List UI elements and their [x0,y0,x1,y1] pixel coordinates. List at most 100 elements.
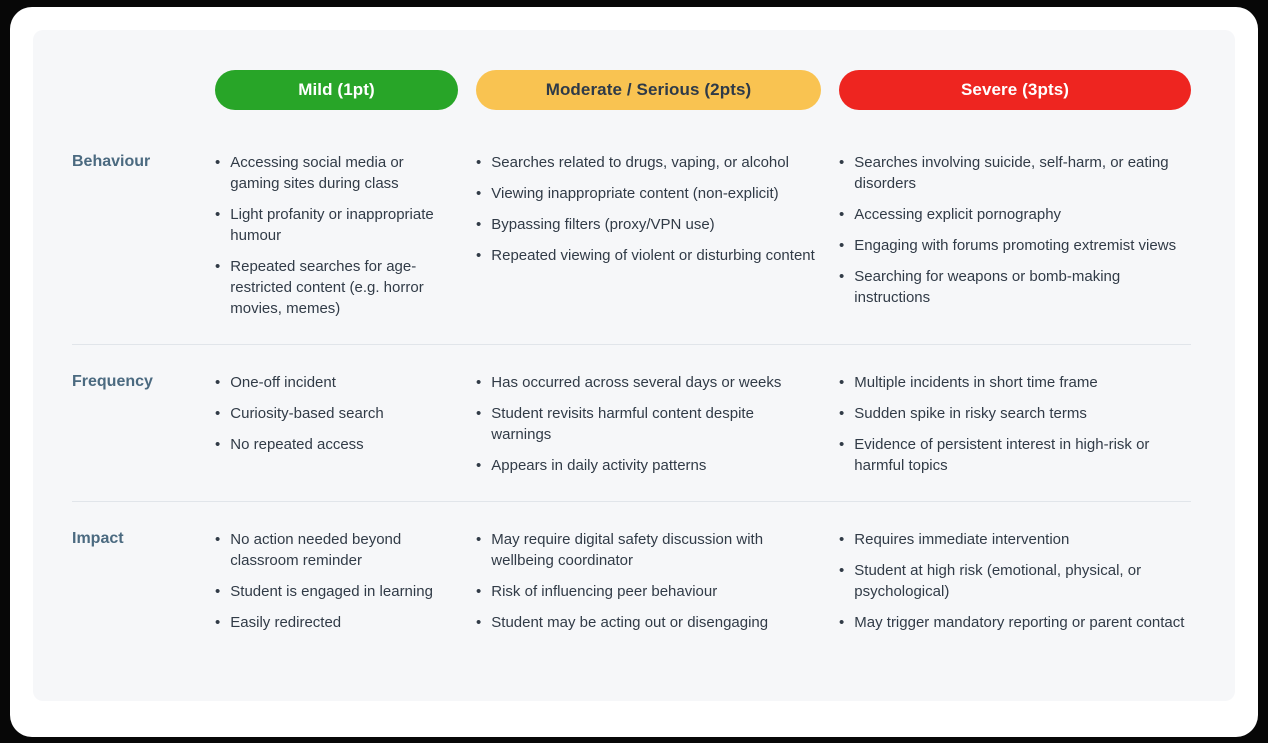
bullet-text: One-off incident [230,374,336,391]
matrix-cell-impact-moderate: • May require digital safety discussion w… [476,529,821,633]
bullet-text: Bypassing filters (proxy/VPN use) [491,216,715,233]
bullet-text: Repeated searches for age-restricted con… [230,258,424,317]
column-header-pill-severe: Severe (3pts) [839,70,1191,110]
bullet-glyph: • [476,531,482,548]
bullet-item: • Bypassing filters (proxy/VPN use) [476,214,815,235]
bullet-list: • Has occurred across several days or wee… [476,372,815,476]
row-label-behaviour: Behaviour [72,153,151,170]
bullet-glyph: • [839,405,845,422]
bullet-item: •Light profanity or inappropriate humour [215,204,452,246]
bullet-item: •Risk of influencing peer behaviour [476,581,815,602]
bullet-glyph: • [839,154,845,171]
bullet-glyph: • [839,436,845,453]
matrix-row-frequency: Frequency•One-off incident•Curiosity-bas… [72,344,1191,501]
bullet-text: Student at high risk (emotional, physica… [854,562,1142,600]
bullet-text: Searches involving suicide, self-harm, o… [854,154,1169,192]
bullet-text: Searching for weapons or bomb-making ins… [854,268,1121,306]
row-label-impact: Impact [72,530,124,547]
bullet-glyph: • [476,583,482,600]
bullet-text: May require digital safety discussion wi… [491,531,764,569]
bullet-glyph: • [839,206,845,223]
bullet-item: • Searches involving suicide, self-harm, … [839,152,1185,194]
bullet-text: Curiosity-based search [230,405,384,422]
bullet-glyph: • [215,258,221,275]
bullet-item: • Repeated viewing of violent or disturbi… [476,245,815,266]
bullet-glyph: • [215,614,221,631]
bullet-item: • Engaging with forums promoting extremis… [839,235,1185,256]
bullet-text: Accessing social media or gaming sites d… [230,154,404,192]
bullet-glyph: • [476,216,482,233]
bullet-glyph: • [476,154,482,171]
bullet-item: • Multiple incidents in short time frame [839,372,1185,393]
bullet-item: • Student may be acting out or disengagin… [476,612,815,633]
bullet-item: • Has occurred across several days or wee… [476,372,815,393]
bullet-glyph: • [476,374,482,391]
bullet-item: •Accessing explicit pornography [839,204,1185,225]
bullet-item: • Student at high risk (emotional, physic… [839,560,1185,602]
bullet-text: No repeated access [230,436,364,453]
bullet-list: • May require digital safety discussion w… [476,529,815,633]
matrix-row-behaviour: Behaviour • Accessing social media or gami… [72,152,1191,344]
matrix-cell-frequency-severe: •Multiple incidents in short time frame•… [839,372,1191,476]
bullet-text: Student may be acting out or disengaging [491,614,769,631]
column-header-pill-mild: Mild (1pt) [215,70,458,110]
matrix-cell-behaviour-mild: • Accessing social media or gaming sites … [215,152,458,319]
bullet-list: •One-off incident • Curiosity-based search… [215,372,452,455]
bullet-item: • Sudden spike in risky search terms [839,403,1185,424]
bullet-glyph: • [476,185,482,202]
bullet-text: May trigger mandatory reporting or paren… [854,614,1185,631]
bullet-item: • Viewing inappropriate content (non-expl… [476,183,815,204]
bullet-item: •Student is engaged in learning [215,581,452,602]
bullet-text: Repeated viewing of violent or disturbin… [491,247,815,264]
bullet-glyph: • [839,614,845,631]
bullet-text: Sudden spike in risky search terms [854,405,1087,422]
header-spacer-cell [72,70,197,110]
bullet-list: •Multiple incidents in short time frame•… [839,372,1185,476]
bullet-list: • Accessing social media or gaming sites … [215,152,452,319]
bullet-item: • May require digital safety discussion w… [476,529,815,571]
bullet-text: Viewing inappropriate content (non-expli… [491,185,779,202]
bullet-text: Easily redirected [230,614,342,631]
bullet-glyph: • [215,206,221,223]
bullet-text: Has occurred across several days or week… [491,374,782,391]
bullet-glyph: • [476,457,482,474]
bullet-glyph: • [839,268,845,285]
bullet-item: • Easily redirected [215,612,452,633]
content-card: Mild (1pt)Moderate / Serious (2pts)Sever… [10,7,1258,737]
bullet-item: • Searches related to drugs, vaping, or a… [476,152,815,173]
bullet-glyph: • [476,614,482,631]
bullet-text: Engaging with forums promoting extremist… [854,237,1177,254]
bullet-text: Evidence of persistent interest in high-… [854,436,1150,474]
bullet-glyph: • [215,436,221,453]
bullet-item: •Appears in daily activity patterns [476,455,815,476]
matrix-cell-impact-mild: • No action needed beyond classroom remin… [215,529,458,633]
risk-matrix-panel: Mild (1pt)Moderate / Serious (2pts)Sever… [33,30,1235,701]
bullet-text: No action needed beyond classroom remind… [230,531,402,569]
bullet-item: • Repeated searches for age-restricted co… [215,256,452,319]
bullet-glyph: • [839,374,845,391]
bullet-item: • Accessing social media or gaming sites … [215,152,452,194]
bullet-item: •Requires immediate intervention [839,529,1185,550]
risk-matrix: Mild (1pt)Moderate / Serious (2pts)Sever… [72,70,1191,658]
bullet-text: Multiple incidents in short time frame [854,374,1098,391]
matrix-header-row: Mild (1pt)Moderate / Serious (2pts)Sever… [72,70,1191,110]
bullet-item: • Searching for weapons or bomb-making in… [839,266,1185,308]
bullet-item: •Student revisits harmful content despit… [476,403,815,445]
bullet-text: Requires immediate intervention [854,531,1070,548]
bullet-glyph: • [839,562,845,579]
bullet-text: Student is engaged in learning [230,583,433,600]
bullet-item: •One-off incident [215,372,452,393]
row-label-frequency: Frequency [72,373,153,390]
bullet-glyph: • [215,154,221,171]
bullet-list: • Searches related to drugs, vaping, or a… [476,152,815,266]
bullet-glyph: • [476,247,482,264]
bullet-text: Searches related to drugs, vaping, or al… [491,154,789,171]
matrix-cell-frequency-moderate: • Has occurred across several days or wee… [476,372,821,476]
bullet-item: • Evidence of persistent interest in high… [839,434,1185,476]
bullet-item: •No action needed beyond classroom remin… [215,529,452,571]
matrix-cell-frequency-mild: •One-off incident • Curiosity-based search… [215,372,458,476]
bullet-glyph: • [839,237,845,254]
matrix-row-impact: Impact • No action needed beyond classroom… [72,501,1191,658]
bullet-text: Student revisits harmful content despite… [491,405,754,443]
bullet-item: • No repeated access [215,434,452,455]
